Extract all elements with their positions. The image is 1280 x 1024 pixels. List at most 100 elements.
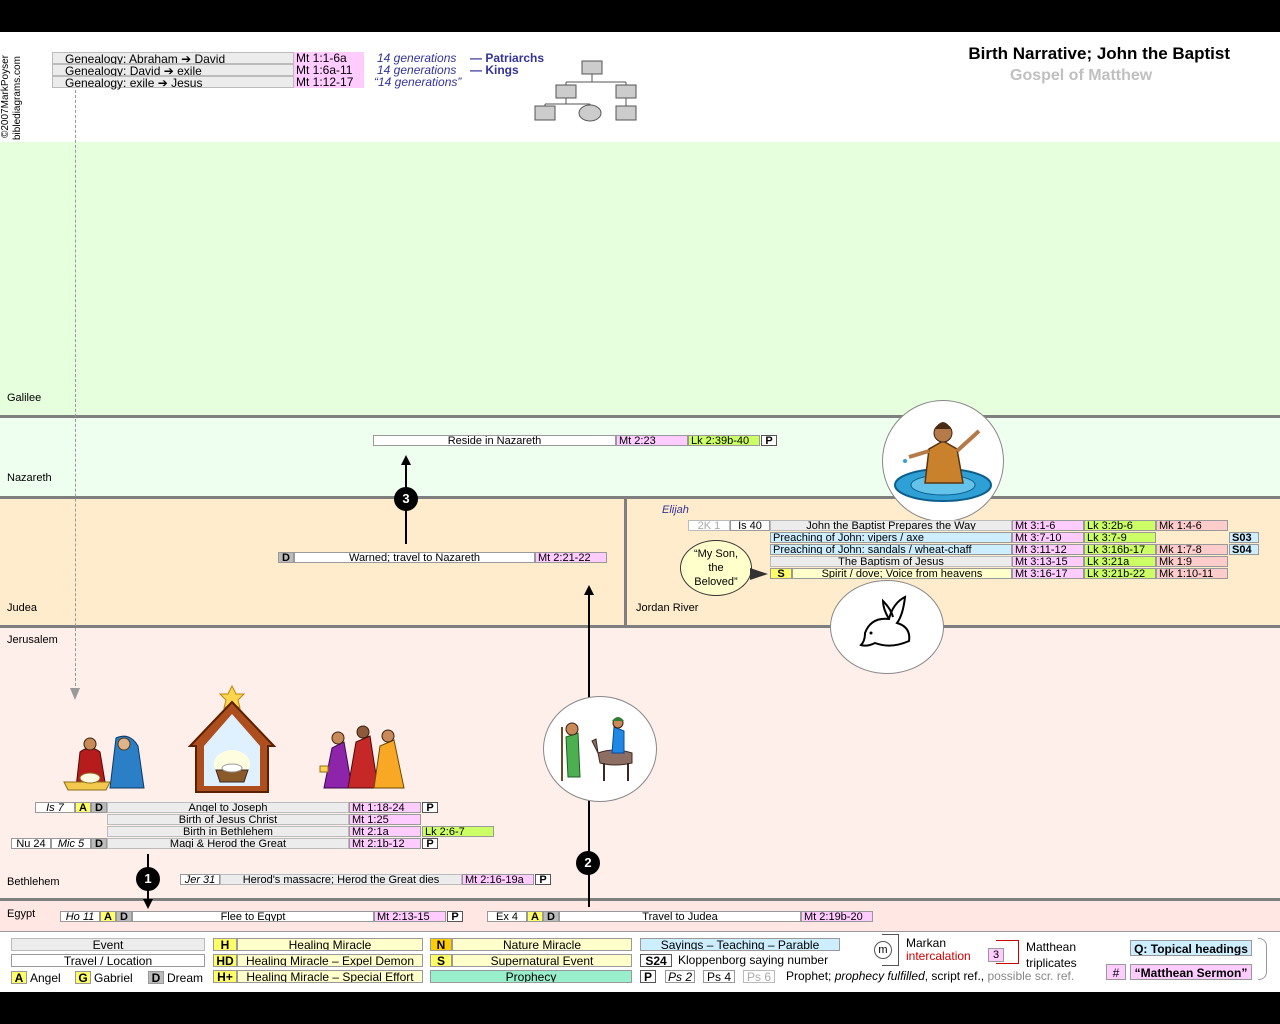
legend-gabriel: Gabriel	[94, 972, 133, 985]
baptism-icon	[894, 422, 992, 502]
prophet-tag: P	[535, 874, 551, 885]
legend-hash: #	[1106, 964, 1126, 980]
genealogy-note: 14 generations	[377, 63, 457, 77]
prophet-tag: P	[761, 435, 777, 446]
matthew-ref: Mt 2:1b-12	[349, 838, 421, 849]
markan-bracket	[882, 934, 899, 966]
dream-tag: D	[91, 802, 107, 813]
ot-ref: Is 7	[35, 802, 75, 813]
region-label-bethlehem: Bethlehem	[7, 876, 60, 888]
legend-supernatural: Supernatural Event	[452, 954, 632, 967]
legend-brace	[1258, 938, 1267, 980]
travel-image	[543, 696, 657, 802]
step-3-marker: 3	[394, 487, 418, 511]
matthew-ref: Mt 3:7-10	[1012, 532, 1084, 543]
mark-ref: Mk 1:9	[1156, 556, 1228, 567]
genealogy-ref: Mt 1:6a-11	[294, 64, 364, 76]
dream-tag: D	[543, 911, 559, 922]
page-subtitle: Gospel of Matthew	[1010, 67, 1153, 84]
saying-number: S04	[1229, 544, 1259, 555]
ot-ref: Nu 24	[11, 838, 51, 849]
holy-family-travel-icon	[561, 717, 633, 781]
legend-triplicates: triplicates	[1026, 956, 1077, 970]
mark-ref: Mk 1:4-6	[1156, 520, 1228, 531]
matthew-ref: Mt 3:13-15	[1012, 556, 1084, 567]
legend-n-tag: N	[430, 938, 452, 951]
legend-angel: Angel	[30, 972, 61, 985]
genealogy-connector	[75, 90, 76, 686]
event-label: Birth of Jesus Christ	[107, 814, 349, 825]
matthew-ref: Mt 2:21-22	[535, 552, 607, 563]
legend-sayings: Sayings – Teaching – Parable	[640, 938, 840, 951]
matthew-ref: Mt 3:1-6	[1012, 520, 1084, 531]
manger-icon	[187, 684, 277, 793]
matthew-ref: Mt 1:18-24	[349, 802, 421, 813]
dream-tag: D	[278, 552, 294, 563]
luke-ref: Lk 3:21b-22	[1084, 568, 1156, 579]
genealogy-note: 14 generations	[377, 51, 457, 65]
site-text: biblediagrams.com	[12, 56, 23, 140]
saying-number: S03	[1229, 532, 1259, 543]
region-divider	[0, 898, 1280, 901]
mark-ref: Mk 1:7-8	[1156, 544, 1228, 555]
prophet-tag: P	[422, 802, 438, 813]
legend-ps4: Ps 4	[703, 970, 735, 983]
event-label: Preaching of John: vipers / axe	[770, 532, 1012, 543]
angel-tag: A	[75, 802, 91, 813]
galilee-band	[0, 142, 1280, 416]
legend-dream: Dream	[167, 972, 204, 985]
region-divider	[0, 625, 1280, 628]
legend-intercalation: intercalation	[906, 949, 971, 963]
matthew-ref: Mt 2:19b-20	[801, 911, 873, 922]
prophet-tag: P	[447, 911, 463, 922]
triplicate-bracket	[996, 940, 1019, 964]
legend-divider	[0, 931, 1280, 932]
nazareth-band	[0, 418, 1280, 496]
event-label: Travel to Judea	[559, 911, 801, 922]
legend-matthean-sermon: “Matthean Sermon”	[1130, 964, 1252, 980]
step-2-marker: 2	[576, 851, 600, 875]
legend-expel-demon: Healing Miracle – Expel Demon	[237, 954, 423, 967]
step-2-arrowhead	[584, 585, 594, 595]
event-label: John the Baptist Prepares the Way	[770, 520, 1012, 531]
genealogy-label: Genealogy: David ➔ exile	[52, 64, 294, 77]
event-label: Preaching of John: sandals / wheat-chaff	[770, 544, 1012, 555]
event-label: Reside in Nazareth	[373, 435, 616, 446]
voice-speech-bubble: “My Son, the Beloved”	[680, 540, 752, 596]
ot-ref: Ex 4	[487, 911, 527, 922]
genealogy-note: “14 generations”	[374, 75, 462, 89]
region-label-nazareth: Nazareth	[7, 472, 52, 484]
matthew-ref: Mt 1:25	[349, 814, 421, 825]
triplicate-number: 3	[988, 948, 1004, 962]
speech-bubble-tail	[750, 568, 768, 580]
step-1-marker: 1	[136, 867, 160, 891]
legend-event: Event	[11, 938, 205, 951]
genealogy-label: Genealogy: Abraham ➔ David	[52, 52, 294, 65]
family-tree-icon	[534, 60, 637, 122]
luke-ref: Lk 3:7-9	[1084, 532, 1156, 543]
angel-tag: A	[527, 911, 543, 922]
genealogy-ref: Mt 1:12-17	[294, 76, 364, 88]
ot-ref: Jer 31	[180, 874, 220, 885]
event-label: Birth in Bethlehem	[107, 826, 349, 837]
matthew-ref: Mt 2:16-19a	[462, 874, 534, 885]
magi-icon	[319, 725, 405, 789]
legend-nature: Nature Miracle	[452, 938, 632, 951]
supernatural-tag: S	[770, 568, 792, 579]
region-label-egypt: Egypt	[7, 908, 36, 920]
ot-ref: 2K 1	[688, 520, 730, 531]
ot-ref: Mic 5	[51, 838, 91, 849]
legend-hd-tag: HD	[213, 954, 237, 967]
luke-ref: Lk 3:21a	[1084, 556, 1156, 567]
dove-image	[830, 580, 944, 674]
holy-family-icon	[63, 735, 145, 791]
region-label-jerusalem: Jerusalem	[7, 634, 58, 646]
legend-hp-tag: H+	[213, 970, 237, 983]
legend-kloppenborg: Kloppenborg saying number	[678, 954, 829, 967]
region-divider	[0, 496, 1280, 499]
dream-tag: D	[116, 911, 132, 922]
genealogy-group: — Patriarchs	[470, 51, 545, 65]
legend-healing: Healing Miracle	[237, 938, 423, 951]
legend-gabriel-tag: G	[75, 971, 91, 984]
genealogy-connector-arrow	[70, 688, 80, 700]
